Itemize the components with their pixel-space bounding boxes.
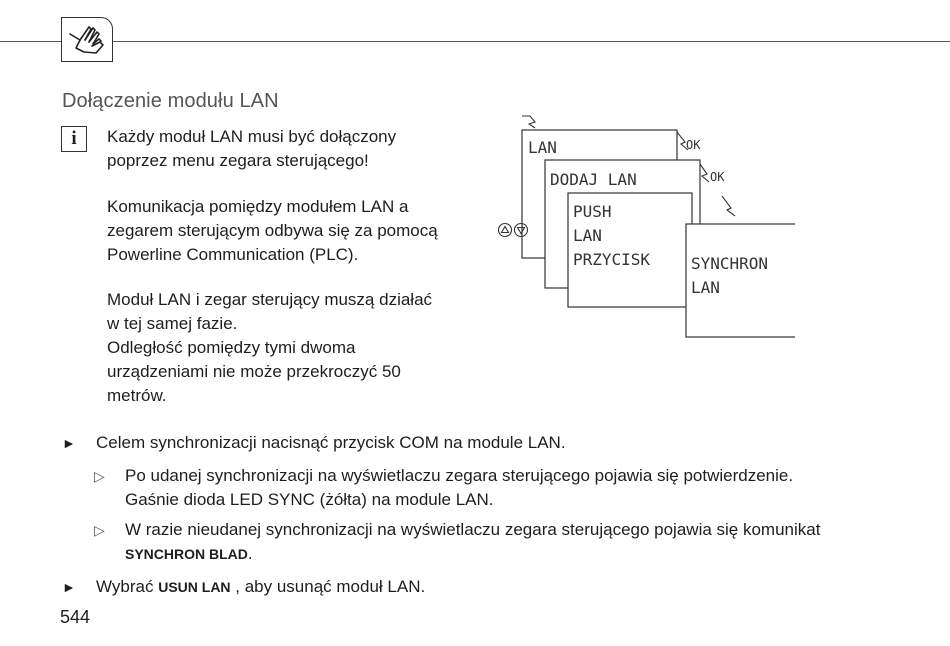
up-button-icon xyxy=(497,222,513,238)
next-arrow-icon xyxy=(721,195,736,217)
screen3-line2: LAN xyxy=(573,226,602,245)
screen4-line2: LAN xyxy=(691,278,720,297)
result-2: W razie nieudanej synchronizacji na wyśw… xyxy=(125,520,821,563)
menu-diagram: LAN DODAJ LAN PUSH LAN PRZYCISK SYNCHRON… xyxy=(497,115,795,338)
entry-arrow-icon xyxy=(522,115,536,129)
synchron-blad-code: SYNCHRON BLAD xyxy=(125,546,248,562)
info-icon: i xyxy=(61,126,87,152)
section-heading: Dołączenie modułu LAN xyxy=(62,90,279,112)
down-triangle xyxy=(516,226,526,235)
page-number: 544 xyxy=(60,607,91,627)
phase-paragraph: Moduł LAN i zegar sterujący muszą działa… xyxy=(107,290,433,405)
screen3-line3: PRZYCISK xyxy=(573,250,650,269)
screen4-line1: SYNCHRON xyxy=(691,254,768,273)
step-arrow-icon: ► xyxy=(62,435,76,451)
hand-icon xyxy=(61,17,113,62)
header-rule xyxy=(0,41,950,42)
ok-label-1: OK xyxy=(686,138,701,152)
ok-arrow-icon-2 xyxy=(699,163,710,183)
usun-lan-code: USUN LAN xyxy=(158,579,231,595)
screen3-line1: PUSH xyxy=(573,202,612,221)
screen1-text: LAN xyxy=(528,138,557,157)
result-arrow-icon-2: ▷ xyxy=(94,522,105,538)
step-1: Celem synchronizacji nacisnąć przycisk C… xyxy=(96,433,566,452)
up-triangle xyxy=(500,225,510,234)
result-arrow-icon: ▷ xyxy=(94,468,105,484)
step-arrow-icon-2: ► xyxy=(62,579,76,595)
info-note: Każdy moduł LAN musi być dołączony poprz… xyxy=(107,127,397,170)
result-1: Po udanej synchronizacji na wyświetlaczu… xyxy=(125,466,794,509)
communication-paragraph: Komunikacja pomiędzy modułem LAN a zegar… xyxy=(107,197,438,264)
screen2-text: DODAJ LAN xyxy=(550,170,637,189)
ok-label-2: OK xyxy=(710,170,725,184)
screen-push xyxy=(567,192,693,308)
ok-arrow-icon xyxy=(676,131,689,151)
screen-synchron xyxy=(685,223,795,338)
step-2: Wybrać USUN LAN , aby usunąć moduł LAN. xyxy=(96,577,426,596)
down-button-icon xyxy=(513,222,529,238)
